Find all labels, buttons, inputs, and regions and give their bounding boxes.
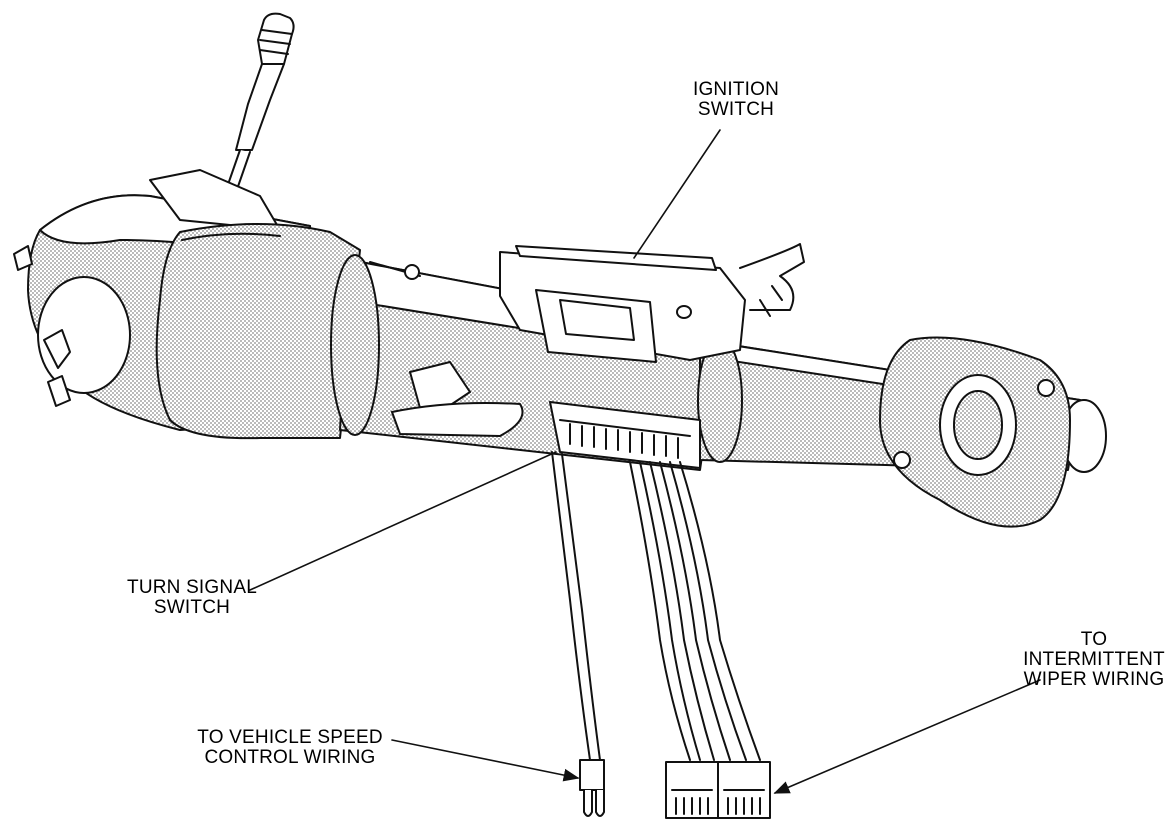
turn-signal-switch-label-line2: SWITCH bbox=[153, 597, 231, 618]
turn-signal-switch-label: TURN SIGNAL SWITCH bbox=[124, 578, 260, 618]
ignition-leader bbox=[633, 129, 721, 259]
intermittent-wiper-label-line1: TO bbox=[1080, 629, 1108, 650]
speed-control-wire bbox=[551, 451, 605, 817]
intermittent-wiper-label-line2: INTERMITTENT bbox=[1023, 649, 1165, 670]
leader-lines bbox=[249, 129, 1041, 794]
vehicle-speed-control-label: TO VEHICLE SPEED CONTROL WIRING bbox=[190, 728, 390, 768]
intermittent-wiper-label-line3: WIPER WIRING bbox=[1023, 669, 1165, 690]
mounting-flange bbox=[879, 336, 1071, 528]
multifunction-lever bbox=[223, 12, 295, 199]
turn-signal-switch-part bbox=[549, 401, 701, 469]
wiper-leader bbox=[773, 679, 1041, 794]
turn-signal-switch-label-line1: TURN SIGNAL bbox=[127, 577, 257, 598]
ignition-switch-label-line1: IGNITION bbox=[692, 79, 780, 100]
vehicle-speed-control-label-line2: CONTROL WIRING bbox=[204, 747, 376, 768]
turn-signal-leader bbox=[249, 451, 557, 591]
vehicle-speed-control-label-line1: TO VEHICLE SPEED bbox=[197, 727, 383, 748]
ignition-switch-label: IGNITION SWITCH bbox=[676, 80, 796, 120]
wiper-wire-harness bbox=[629, 461, 771, 819]
ignition-switch-part bbox=[499, 243, 805, 363]
speed-control-leader bbox=[391, 739, 580, 782]
intermittent-wiper-label: TO INTERMITTENT WIPER WIRING bbox=[1020, 630, 1168, 690]
ignition-switch-label-line2: SWITCH bbox=[697, 99, 775, 120]
